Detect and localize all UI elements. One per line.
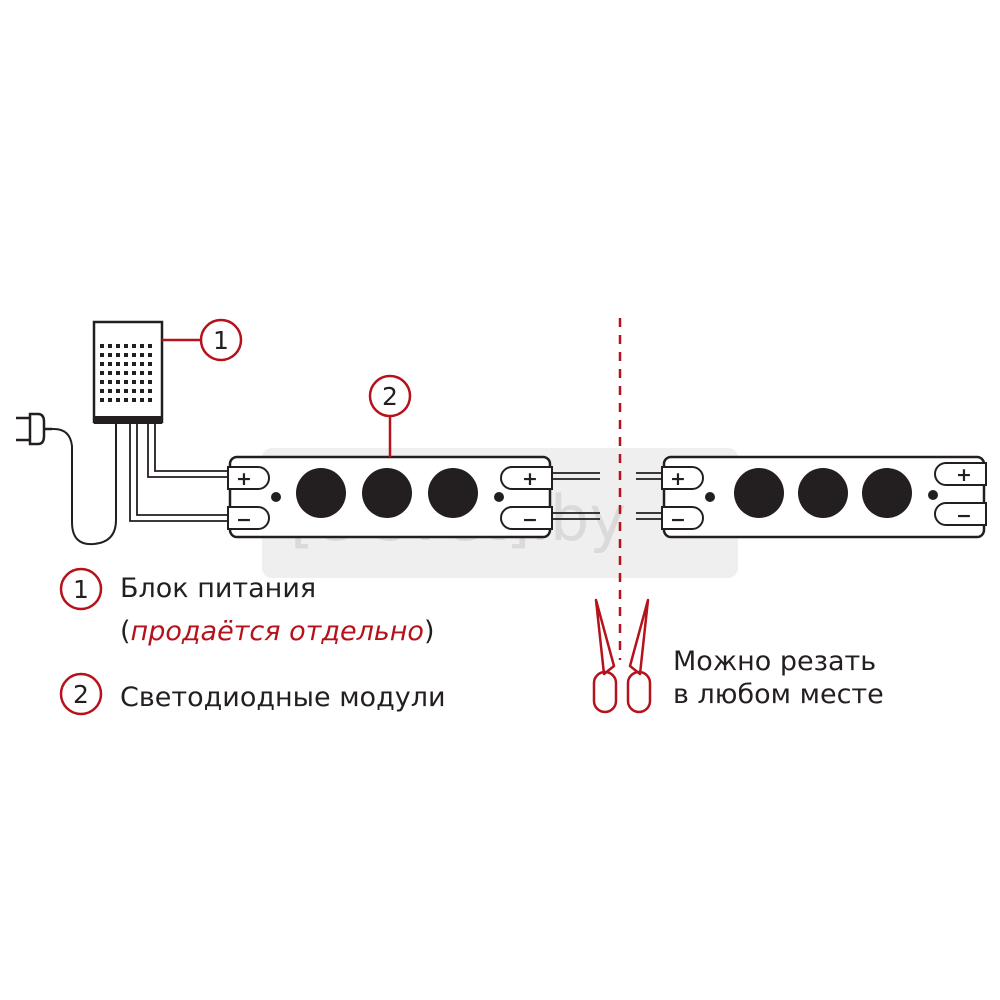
callout-1: 1 xyxy=(162,318,243,362)
legend-item-1-label: Блок питания xyxy=(120,573,316,604)
vent-hole xyxy=(132,389,136,393)
vent-hole xyxy=(148,362,152,366)
mains-cable xyxy=(51,424,117,546)
vent-hole xyxy=(124,389,128,393)
vent-hole xyxy=(124,398,128,402)
vent-hole xyxy=(116,380,120,384)
power-supply xyxy=(92,320,164,424)
vent-hole xyxy=(116,353,120,357)
vent-hole xyxy=(140,353,144,357)
module-2-left-dot xyxy=(705,492,715,502)
module-2-led-1 xyxy=(734,468,784,518)
vent-hole xyxy=(132,398,136,402)
svg-text:−: − xyxy=(522,509,538,531)
scissors-icon xyxy=(592,598,652,714)
vent-hole xyxy=(124,371,128,375)
cut-note: Можно резать в любом месте xyxy=(673,646,884,710)
vent-hole xyxy=(148,389,152,393)
vent-hole xyxy=(108,398,112,402)
module-2-right-minus-terminal: − xyxy=(934,502,987,527)
vent-hole xyxy=(116,344,120,348)
vent-hole xyxy=(108,353,112,357)
vent-hole xyxy=(100,344,104,348)
vent-hole xyxy=(100,353,104,357)
module-2-right-plus-terminal: + xyxy=(934,462,987,486)
vent-hole xyxy=(116,389,120,393)
vent-hole xyxy=(132,353,136,357)
inter-module-wires xyxy=(552,472,662,520)
vent-hole xyxy=(100,362,104,366)
vent-hole xyxy=(108,344,112,348)
svg-text:+: + xyxy=(522,468,538,490)
svg-text:+: + xyxy=(670,468,686,490)
vent-hole xyxy=(124,344,128,348)
vent-hole xyxy=(132,362,136,366)
module-2-left-minus-terminal: − xyxy=(661,506,704,531)
svg-text:2: 2 xyxy=(382,382,398,411)
plug-icon xyxy=(16,412,52,446)
vent-hole xyxy=(140,380,144,384)
module-1-led-1 xyxy=(296,468,346,518)
cut-note-line-2: в любом месте xyxy=(673,679,884,710)
svg-text:+: + xyxy=(236,468,252,490)
vent-hole xyxy=(140,362,144,366)
legend-item-1-note: (продаётся отдельно) xyxy=(120,616,435,647)
module-1-left-minus-terminal: − xyxy=(227,506,270,531)
svg-text:−: − xyxy=(670,509,686,531)
module-2-left-plus-terminal: + xyxy=(661,466,704,490)
callout-2: 2 xyxy=(368,374,412,457)
vent-hole xyxy=(124,380,128,384)
vent-hole xyxy=(132,371,136,375)
cut-note-line-1: Можно резать xyxy=(673,646,876,677)
vent-hole xyxy=(116,371,120,375)
vent-hole xyxy=(108,380,112,384)
vent-hole xyxy=(148,398,152,402)
svg-text:−: − xyxy=(956,505,972,527)
vent-hole xyxy=(140,371,144,375)
vent-hole xyxy=(100,380,104,384)
vent-hole xyxy=(140,389,144,393)
legend-item-2-label: Светодиодные модули xyxy=(120,682,446,713)
vent-hole xyxy=(124,353,128,357)
vent-hole xyxy=(108,389,112,393)
svg-text:1: 1 xyxy=(213,326,229,355)
module-2-led-2 xyxy=(798,468,848,518)
module-2-right-dot xyxy=(928,490,938,500)
vent-hole xyxy=(100,398,104,402)
vent-hole xyxy=(132,380,136,384)
module-2-led-3 xyxy=(862,468,912,518)
vent-hole xyxy=(140,398,144,402)
vent-hole xyxy=(100,371,104,375)
power-supply-vent-grille xyxy=(100,344,152,402)
svg-text:2: 2 xyxy=(73,680,89,709)
svg-text:1: 1 xyxy=(73,575,89,604)
vent-hole xyxy=(124,362,128,366)
module-1-right-minus-terminal: − xyxy=(500,506,553,531)
vent-hole xyxy=(148,344,152,348)
vent-hole xyxy=(108,362,112,366)
power-supply-output-wires xyxy=(129,424,228,522)
vent-hole xyxy=(148,380,152,384)
legend-item-2: 2 Светодиодные модули xyxy=(59,672,446,716)
svg-text:+: + xyxy=(956,464,972,486)
led-module-1: + − + − xyxy=(227,455,553,539)
module-1-led-2 xyxy=(362,468,412,518)
module-1-left-plus-terminal: + xyxy=(227,466,270,490)
module-1-right-plus-terminal: + xyxy=(500,466,553,490)
module-1-left-dot xyxy=(271,492,281,502)
vent-hole xyxy=(116,362,120,366)
vent-hole xyxy=(116,398,120,402)
module-1-led-3 xyxy=(428,468,478,518)
vent-hole xyxy=(108,371,112,375)
vent-hole xyxy=(100,389,104,393)
led-module-2: + − + − xyxy=(661,455,987,539)
legend-item-1: 1 Блок питания (продаётся отдельно) xyxy=(59,567,435,647)
vent-hole xyxy=(140,344,144,348)
vent-hole xyxy=(148,371,152,375)
svg-text:−: − xyxy=(236,509,252,531)
vent-hole xyxy=(148,353,152,357)
vent-hole xyxy=(132,344,136,348)
module-1-right-dot xyxy=(494,492,504,502)
